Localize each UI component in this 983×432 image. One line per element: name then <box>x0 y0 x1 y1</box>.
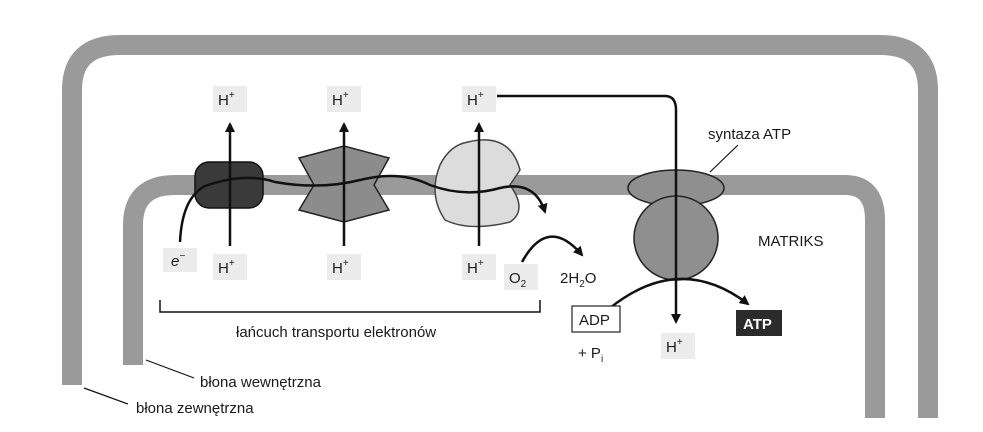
phosphate-label: + Pi <box>578 345 603 365</box>
proton-label-bottom-2: H+ <box>327 254 361 280</box>
atp-label: ATP <box>736 310 782 336</box>
outer-membrane-label: błona zewnętrzna <box>136 400 254 417</box>
proton-label-matrix: H+ <box>661 333 695 359</box>
chain-label: łańcuch transportu elektronów <box>236 324 436 341</box>
svg-text:H+: H+ <box>467 258 484 277</box>
electron-label: e− <box>163 248 197 272</box>
inner-membrane-pointer <box>145 359 195 379</box>
synthase-label: syntaza ATP <box>708 126 791 143</box>
svg-text:H+: H+ <box>467 90 484 109</box>
oxygen-arrow <box>520 235 584 263</box>
svg-text:H+: H+ <box>218 258 235 277</box>
inner-membrane-label: błona wewnętrzna <box>200 374 322 391</box>
proton-label-bottom-1: H+ <box>213 254 247 280</box>
electron-path <box>178 174 548 243</box>
svg-text:H+: H+ <box>666 337 683 356</box>
adp-label: ADP <box>571 305 621 333</box>
atp-arrow <box>609 277 750 309</box>
inner-membrane <box>123 175 885 418</box>
proton-label-top-1: H+ <box>213 86 247 112</box>
oxygen-label: O2 <box>504 264 538 290</box>
chain-bracket <box>159 300 541 313</box>
proton-label-top-3: H+ <box>462 86 496 112</box>
outer-membrane <box>62 35 938 418</box>
svg-text:O2: O2 <box>509 270 527 290</box>
svg-text:H+: H+ <box>332 90 349 109</box>
proton-return-arrow <box>497 94 681 324</box>
proton-label-top-2: H+ <box>327 86 361 112</box>
svg-text:H+: H+ <box>332 258 349 277</box>
complex-iv <box>434 139 521 228</box>
synthase-pointer <box>709 144 739 173</box>
svg-text:ATP: ATP <box>743 316 772 333</box>
water-label: 2H2O <box>560 270 596 290</box>
proton-label-bottom-3: H+ <box>462 254 496 280</box>
matrix-label: MATRIKS <box>758 233 824 250</box>
svg-text:H+: H+ <box>218 90 235 109</box>
svg-text:ADP: ADP <box>579 312 610 329</box>
svg-text:e−: e− <box>171 251 185 270</box>
outer-membrane-pointer <box>83 387 129 405</box>
